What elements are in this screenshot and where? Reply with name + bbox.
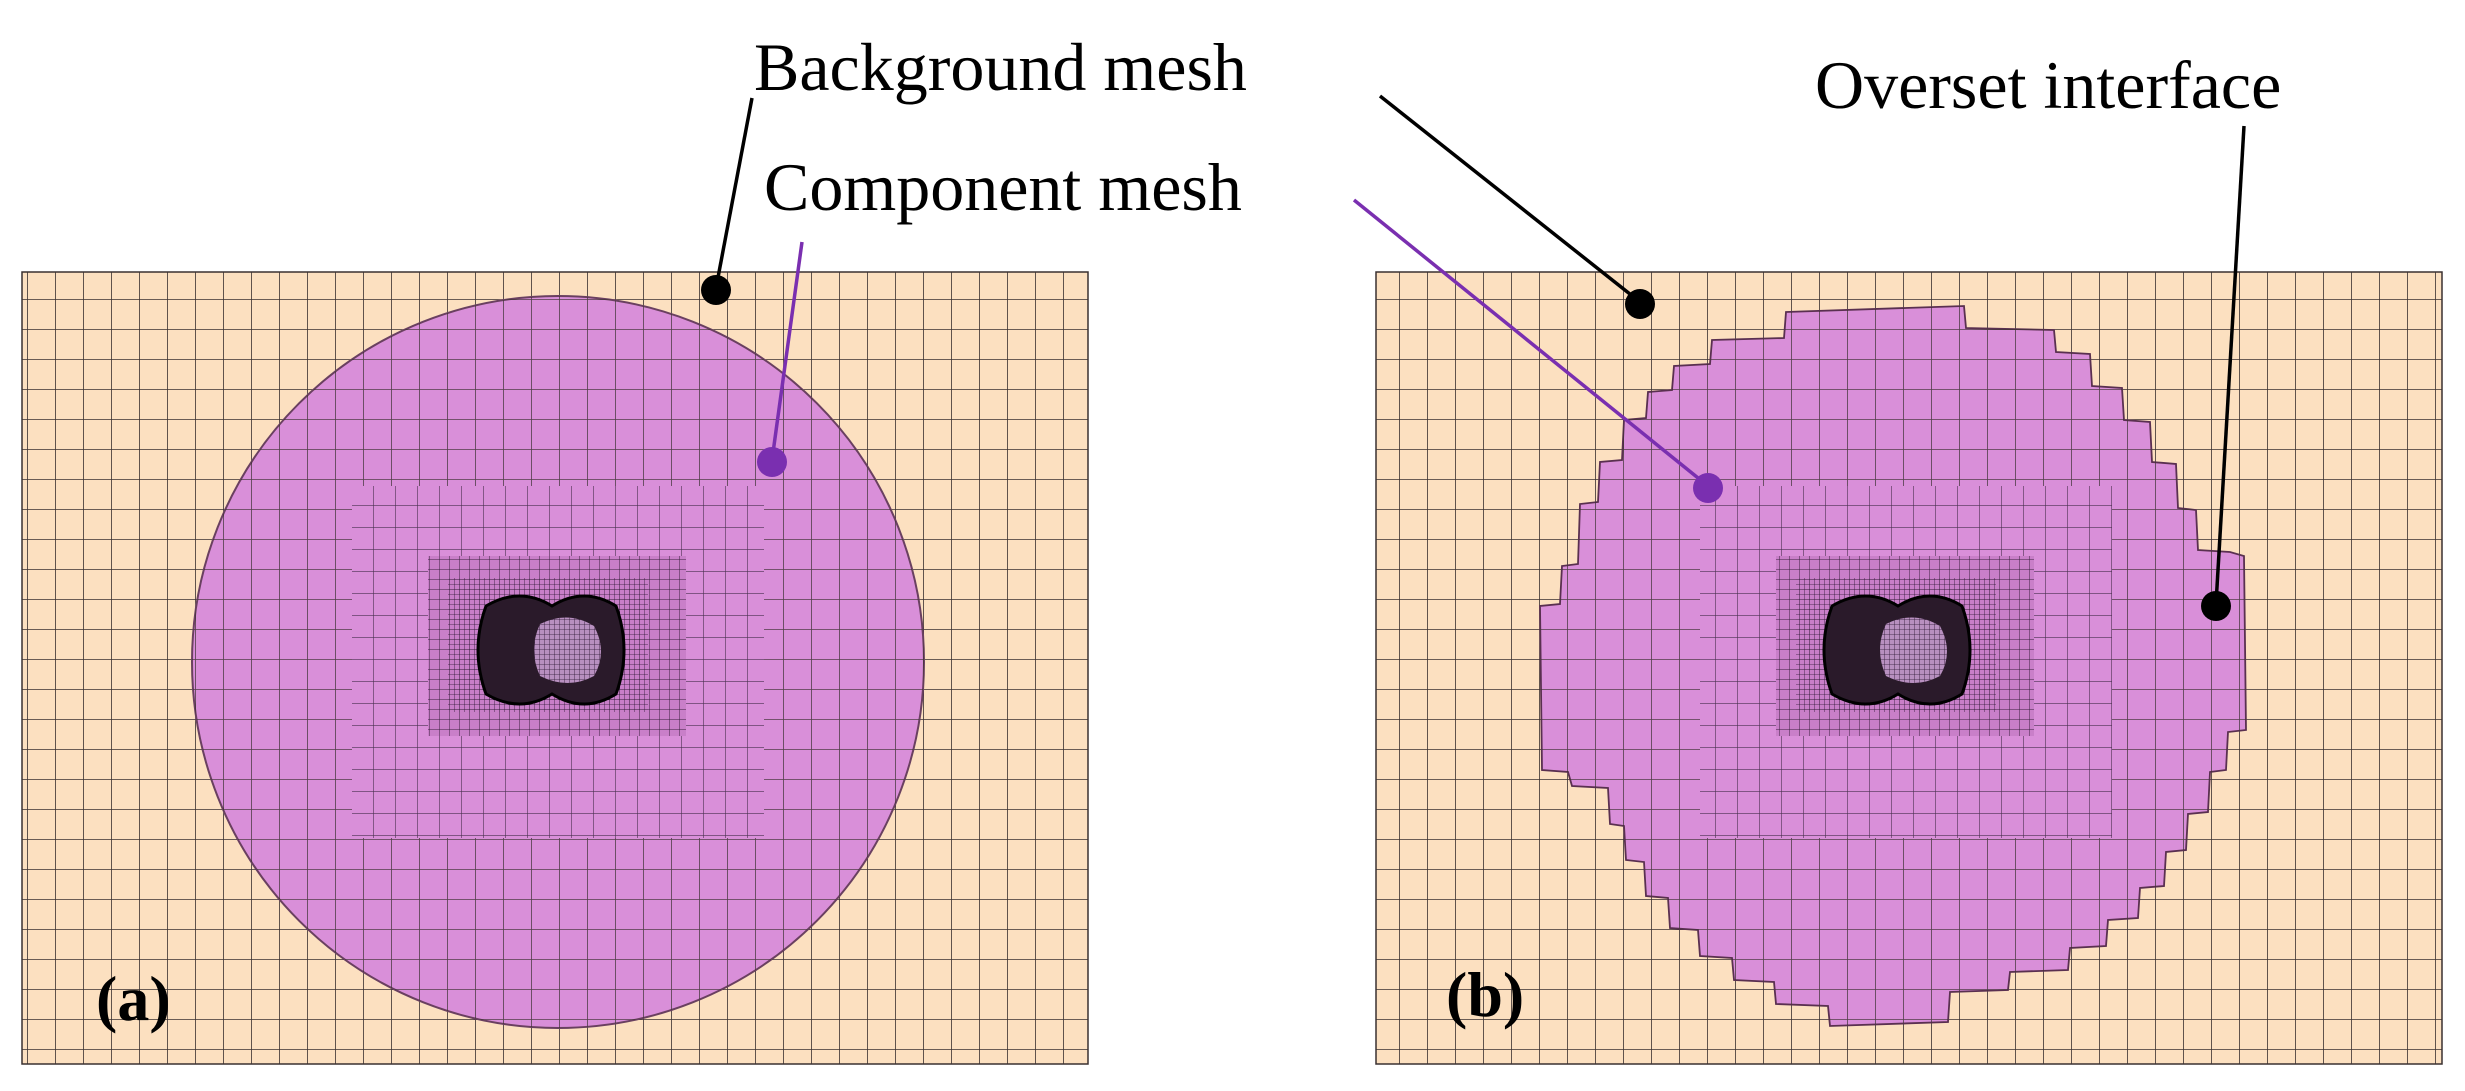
overset-interface-leader xyxy=(2201,125,2246,621)
overset-interface-label: Overset interface xyxy=(1815,47,2281,123)
background-mesh-marker-b xyxy=(1625,289,1655,319)
panel-a xyxy=(22,272,1088,1064)
panel-b-tag: (b) xyxy=(1446,959,1524,1030)
component-mesh-marker-a xyxy=(757,447,787,477)
background-mesh-leaders xyxy=(701,94,1655,319)
component-mesh-leaders xyxy=(757,198,1723,503)
panel-b xyxy=(1376,272,2442,1064)
background-mesh-marker-a xyxy=(701,275,731,305)
component-mesh-label: Component mesh xyxy=(764,149,1242,225)
background-mesh-label: Background mesh xyxy=(754,29,1247,105)
component-mesh-marker-b xyxy=(1693,473,1723,503)
panel-a-tag: (a) xyxy=(96,963,171,1034)
overset-interface-marker xyxy=(2201,591,2231,621)
component-mesh-a xyxy=(191,295,925,1029)
